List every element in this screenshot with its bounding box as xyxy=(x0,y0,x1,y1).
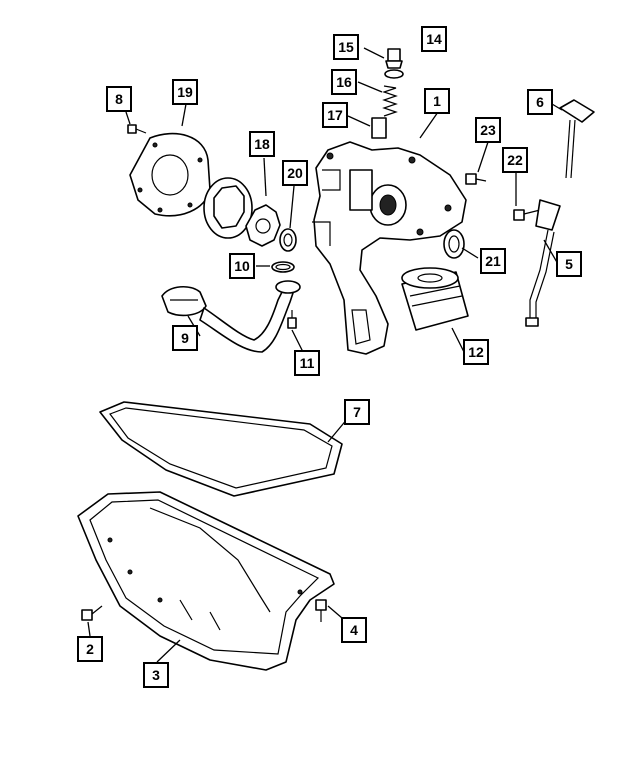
callout-10[interactable]: 10 xyxy=(229,253,255,279)
part-23-bolt xyxy=(465,173,487,185)
part-18-pump-rotors xyxy=(203,177,281,247)
callout-14[interactable]: 14 xyxy=(421,26,447,52)
callout-7[interactable]: 7 xyxy=(344,399,370,425)
part-3-oil-pan xyxy=(77,491,335,671)
callout-17[interactable]: 17 xyxy=(322,102,348,128)
part-8-screw xyxy=(127,124,147,134)
leader-lines xyxy=(87,47,563,663)
callout-19[interactable]: 19 xyxy=(172,79,198,105)
part-14-washer xyxy=(384,69,404,79)
part-2-bolt xyxy=(81,605,103,621)
part-22-bolt xyxy=(513,209,541,221)
callout-11[interactable]: 11 xyxy=(294,350,320,376)
part-5-dipstick-tube xyxy=(525,199,561,327)
callout-1[interactable]: 1 xyxy=(424,88,450,114)
part-20-seal xyxy=(279,228,297,252)
part-10-o-ring xyxy=(271,261,295,273)
part-15-plug xyxy=(385,48,403,69)
part-11-bolt xyxy=(287,310,297,329)
callout-21[interactable]: 21 xyxy=(480,248,506,274)
part-1-oil-pump xyxy=(312,141,467,355)
callout-9[interactable]: 9 xyxy=(172,325,198,351)
part-9-oil-pickup xyxy=(161,280,301,353)
part-4-bolt xyxy=(315,599,327,622)
callout-6[interactable]: 6 xyxy=(527,89,553,115)
callout-16[interactable]: 16 xyxy=(331,69,357,95)
callout-12[interactable]: 12 xyxy=(463,339,489,365)
callout-15[interactable]: 15 xyxy=(333,34,359,60)
part-7-oil-pan-gasket xyxy=(99,401,343,497)
callout-20[interactable]: 20 xyxy=(282,160,308,186)
callout-23[interactable]: 23 xyxy=(475,117,501,143)
callout-4[interactable]: 4 xyxy=(341,617,367,643)
part-19-pump-cover xyxy=(129,132,211,217)
callout-18[interactable]: 18 xyxy=(249,131,275,157)
callout-5[interactable]: 5 xyxy=(556,251,582,277)
part-12-oil-filter xyxy=(401,267,469,331)
callout-8[interactable]: 8 xyxy=(106,86,132,112)
part-16-spring xyxy=(382,85,398,117)
callout-3[interactable]: 3 xyxy=(143,662,169,688)
part-17-relief-valve xyxy=(371,117,387,139)
callout-22[interactable]: 22 xyxy=(502,147,528,173)
callout-2[interactable]: 2 xyxy=(77,636,103,662)
part-6-dipstick xyxy=(559,99,595,179)
part-21-seal xyxy=(443,229,465,259)
